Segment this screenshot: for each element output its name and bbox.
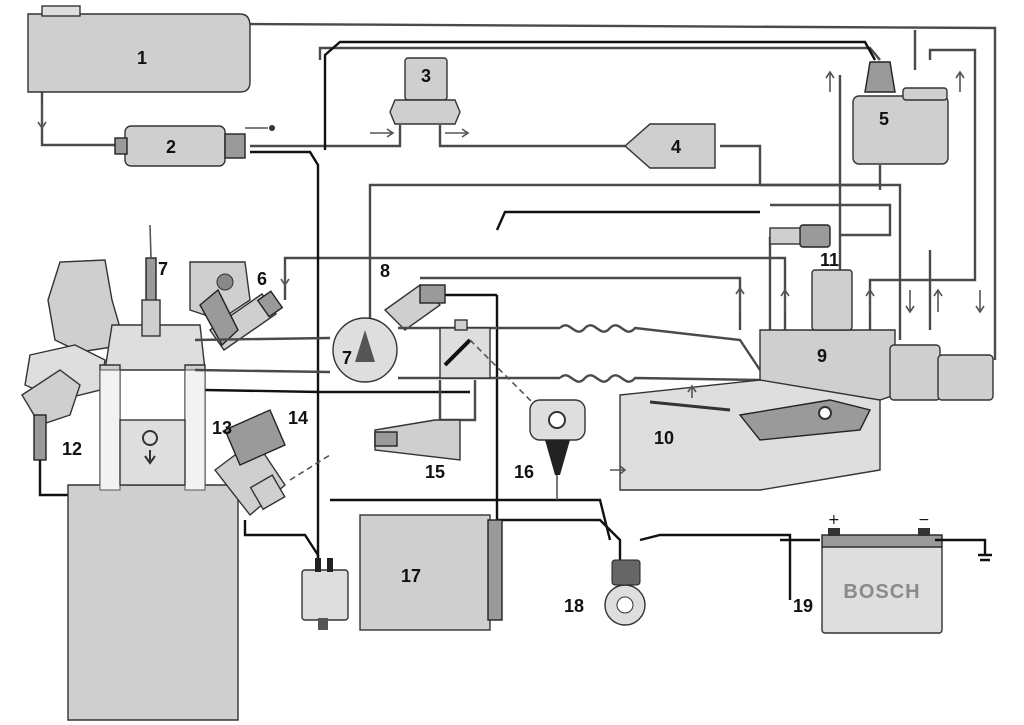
auxiliary-air-line: [368, 183, 880, 320]
regulator-return-line: [868, 48, 977, 330]
label-3: 3: [421, 66, 431, 86]
accumulator-to-filter-line: [438, 125, 625, 148]
throttle-valve-switch: [529, 399, 586, 500]
mixture-control-unit: [619, 329, 994, 491]
label-8: 8: [380, 261, 390, 281]
label-2: 2: [166, 137, 176, 157]
label-6: 6: [257, 269, 267, 289]
label-4: 4: [671, 137, 681, 157]
component-labels: 1 2 3 4 5 6 7 7 8 9 10 11 12 13 14 15 16…: [62, 48, 889, 616]
battery: BOSCH + −: [821, 512, 992, 634]
label-13: 13: [212, 418, 232, 438]
thermo-time-switch: [769, 224, 853, 331]
label-12: 12: [62, 439, 82, 459]
battery-brand: BOSCH: [843, 581, 920, 603]
relay: [301, 558, 349, 630]
label-7-spark-plug: 7: [158, 259, 168, 279]
label-11: 11: [820, 250, 839, 270]
regulator-wire: [323, 40, 877, 150]
fuel-tank: [27, 5, 251, 93]
pump-to-accumulator-line: [250, 125, 402, 148]
battery-plus-terminal: +: [828, 512, 840, 528]
auxiliary-air-device: [374, 419, 461, 461]
intake-bellows: [559, 324, 761, 383]
air-flow-sensor-housing: [194, 284, 561, 431]
ignition-switch-wire: [639, 533, 792, 600]
battery-minus-terminal: −: [918, 512, 930, 528]
label-10: 10: [654, 428, 674, 448]
fuel-accumulator: [389, 57, 461, 125]
label-16: 16: [514, 462, 534, 482]
label-9: 9: [817, 346, 827, 366]
control-unit-wire: [330, 498, 612, 541]
tank-return-line: [244, 22, 997, 360]
electric-fuel-pump: [114, 125, 275, 167]
distributor-wire: [243, 520, 320, 570]
ignition-distributor: [214, 409, 331, 517]
regulator-signal-line: [318, 46, 881, 61]
thermo-switch-loop: [770, 203, 892, 237]
flow-arrows: [37, 70, 985, 475]
label-19: 19: [793, 596, 813, 616]
label-7-throttle: 7: [342, 348, 352, 368]
injector-supply-line: [420, 276, 742, 330]
warm-up-regulator: [852, 61, 949, 165]
ignition-switch: [604, 559, 646, 626]
label-1: 1: [137, 48, 147, 68]
label-18: 18: [564, 596, 584, 616]
label-5: 5: [879, 109, 889, 129]
lambda-sensor: [21, 369, 81, 461]
engine-cylinder-head: [24, 224, 251, 721]
label-15: 15: [425, 462, 445, 482]
label-14: 14: [288, 408, 308, 428]
thermal-sensor-wire: [204, 388, 470, 394]
label-17: 17: [401, 566, 421, 586]
tank-to-pump-line: [40, 92, 115, 147]
fuel-filter: [623, 123, 716, 169]
electrical-wires: [38, 40, 877, 600]
electronic-control-unit: [359, 514, 503, 631]
pump-wire: [250, 150, 320, 570]
thermo-switch-wire: [495, 210, 760, 231]
